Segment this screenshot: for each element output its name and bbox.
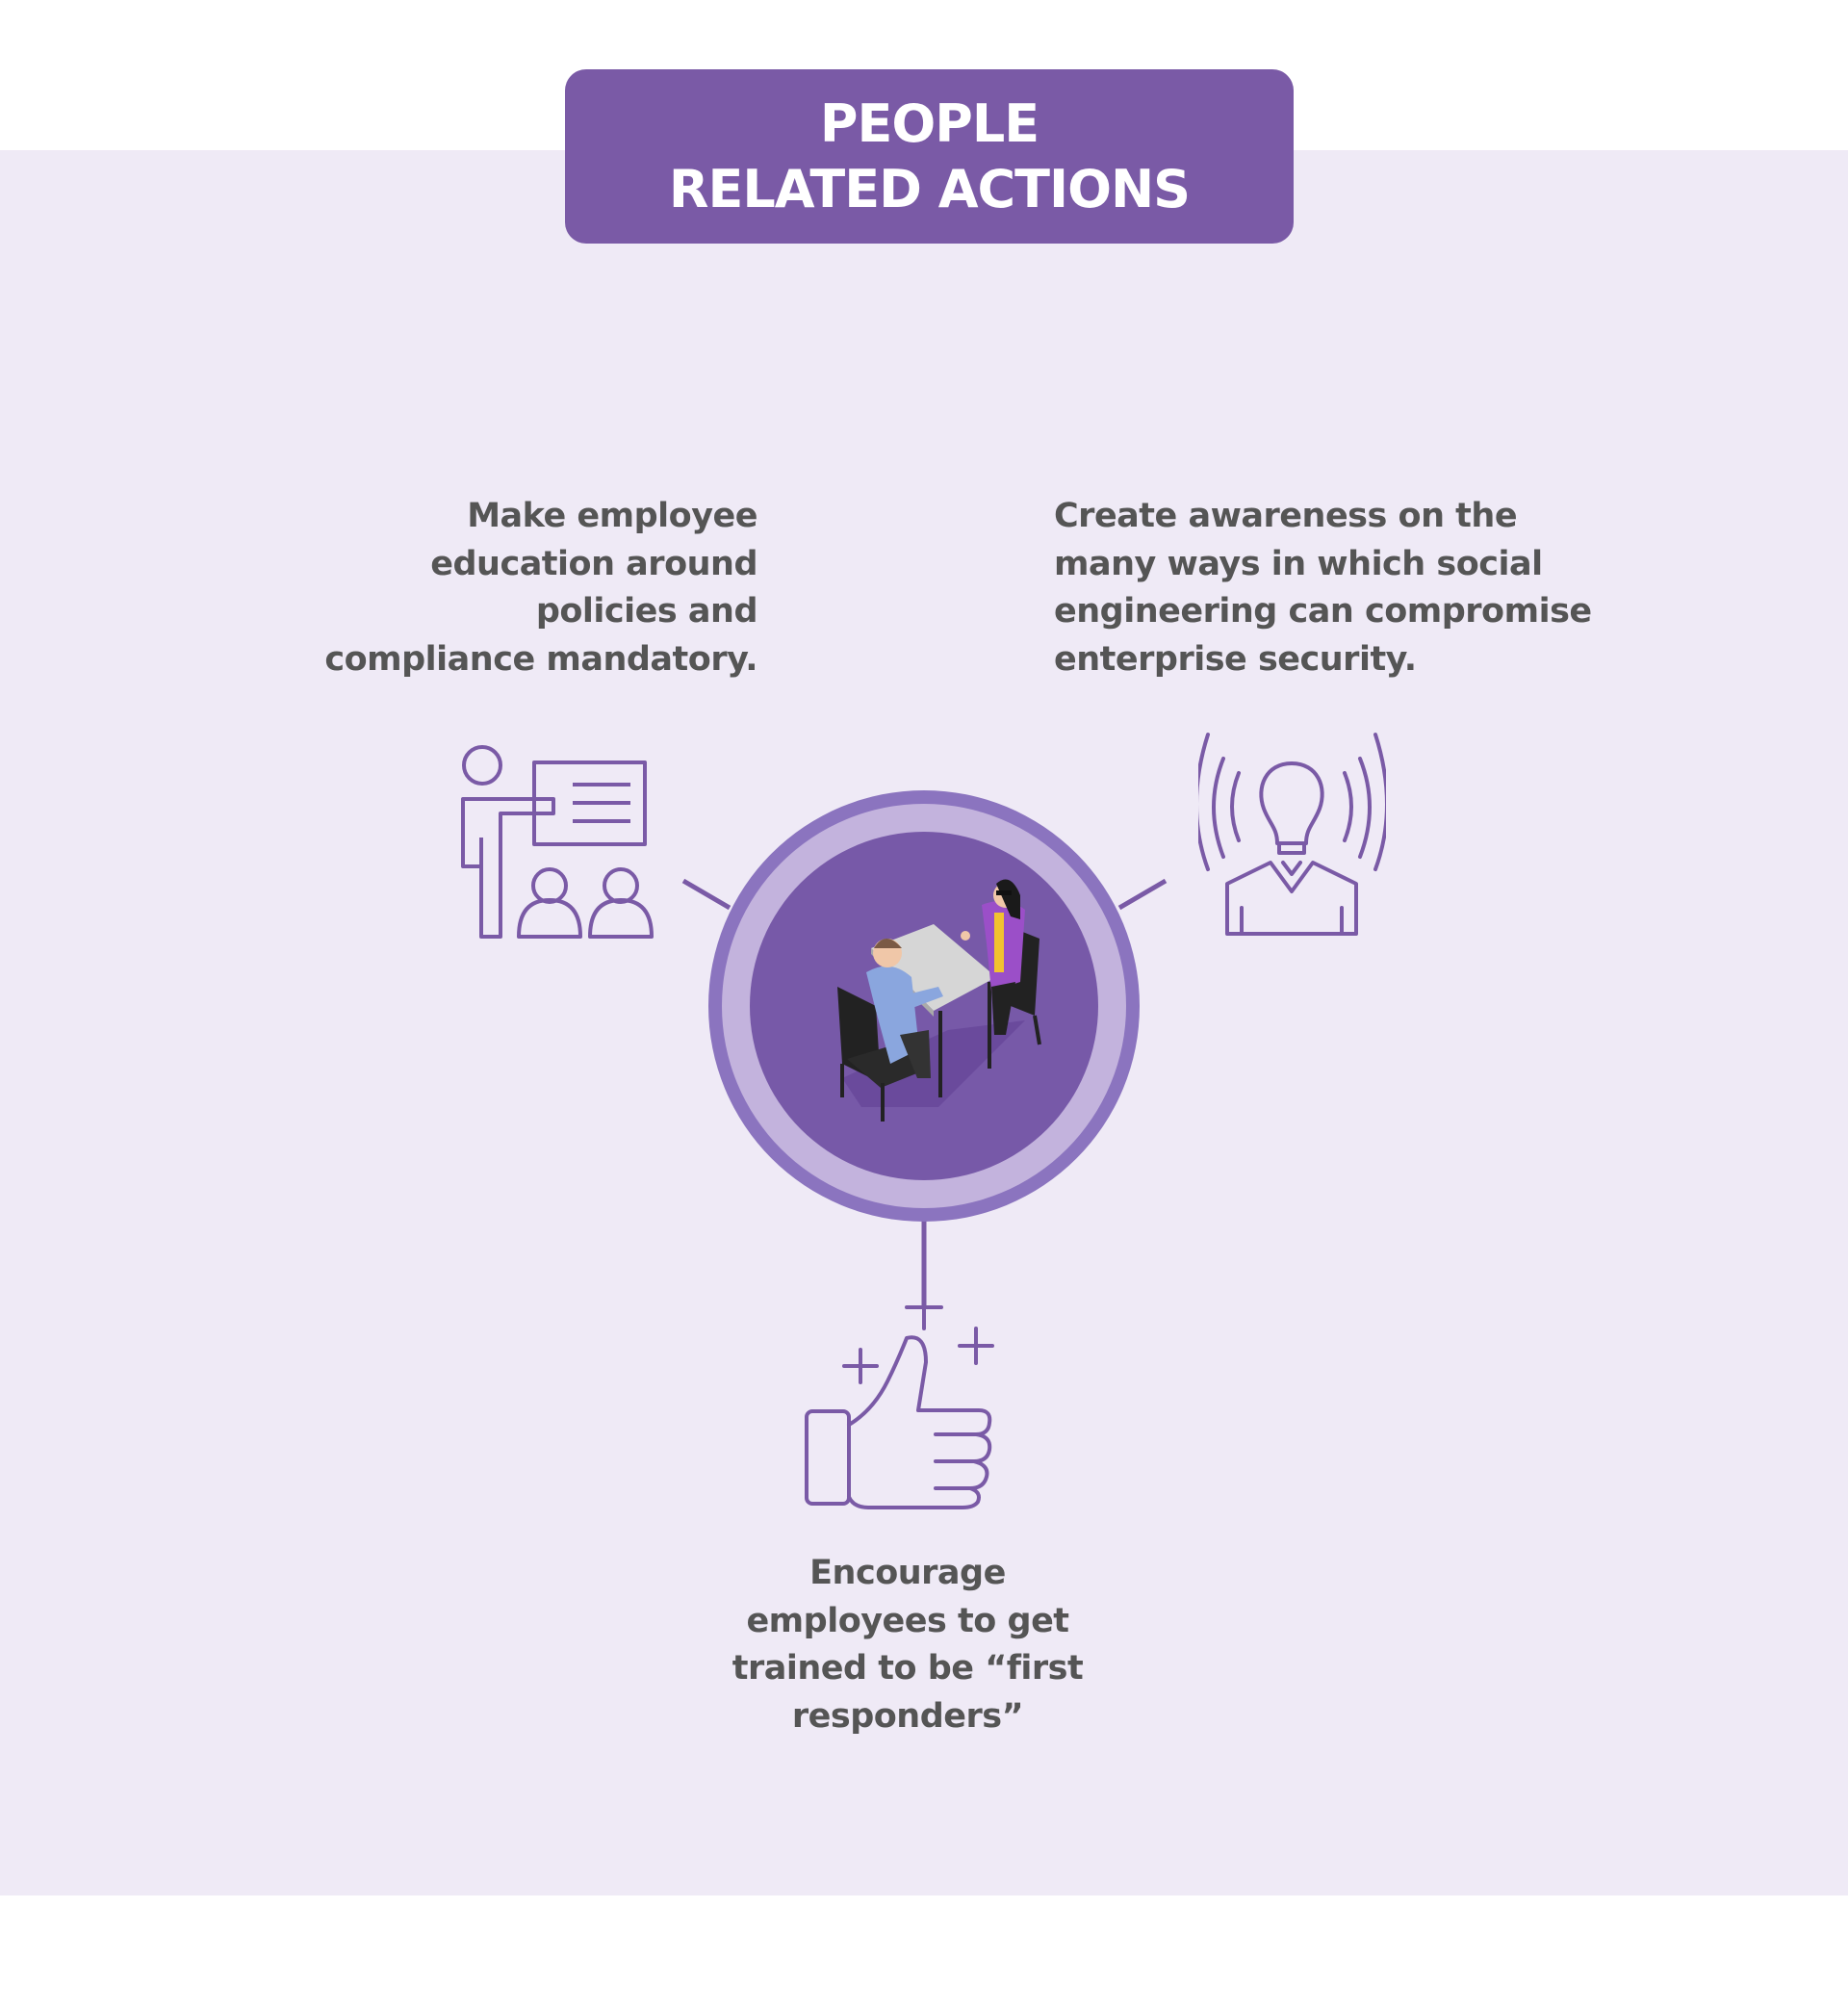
item-text-first-responders: Encourage employees to get trained to be… bbox=[715, 1550, 1100, 1740]
text-line: responders” bbox=[791, 1696, 1024, 1736]
text-line: Create awareness on the bbox=[1054, 497, 1518, 535]
presentation-training-icon bbox=[461, 745, 654, 939]
item-text-education: Make employee education around policies … bbox=[257, 493, 757, 683]
item-text-awareness: Create awareness on the many ways in whi… bbox=[1054, 493, 1651, 683]
text-line: compliance mandatory. bbox=[324, 639, 757, 679]
text-line: engineering can compromise bbox=[1054, 592, 1592, 631]
text-line: employees to get bbox=[746, 1601, 1069, 1640]
text-line: policies and bbox=[535, 592, 758, 631]
meeting-illustration bbox=[708, 790, 1140, 1222]
text-line: Encourage bbox=[809, 1554, 1006, 1592]
idea-person-broadcast-icon bbox=[1198, 733, 1386, 936]
text-line: education around bbox=[430, 544, 757, 583]
thumbs-up-icon bbox=[805, 1290, 994, 1509]
text-line: trained to be “first bbox=[732, 1649, 1084, 1688]
title-line-2: RELATED ACTIONS bbox=[668, 158, 1191, 219]
text-line: enterprise security. bbox=[1054, 639, 1417, 679]
text-line: many ways in which social bbox=[1054, 544, 1543, 583]
title-line-1: PEOPLE bbox=[819, 92, 1040, 154]
title-banner: PEOPLE RELATED ACTIONS bbox=[565, 69, 1294, 244]
text-line: Make employee bbox=[467, 497, 757, 535]
